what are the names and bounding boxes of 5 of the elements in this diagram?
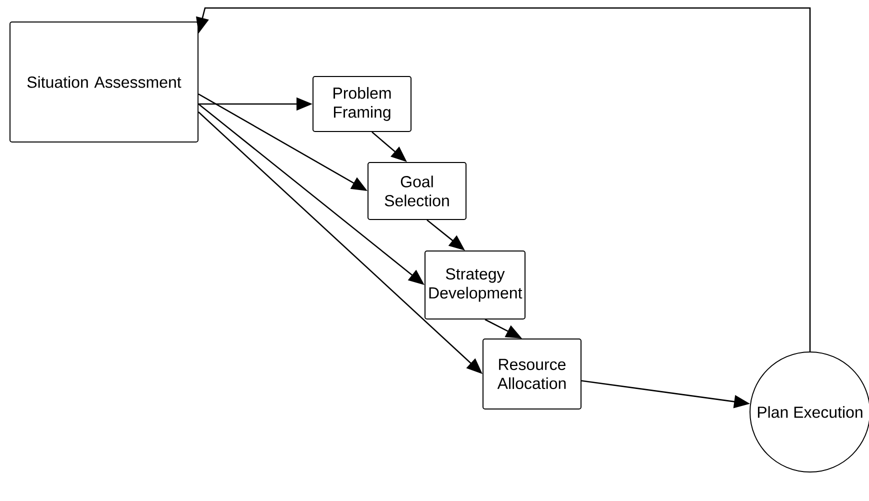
process-box: Problem Framing bbox=[312, 76, 412, 132]
process-box: Situation Assessment bbox=[10, 22, 198, 142]
process-box: Strategy Development bbox=[424, 250, 526, 320]
process-box: Resource Allocation bbox=[482, 338, 582, 410]
process-box: Goal Selection bbox=[368, 162, 466, 220]
